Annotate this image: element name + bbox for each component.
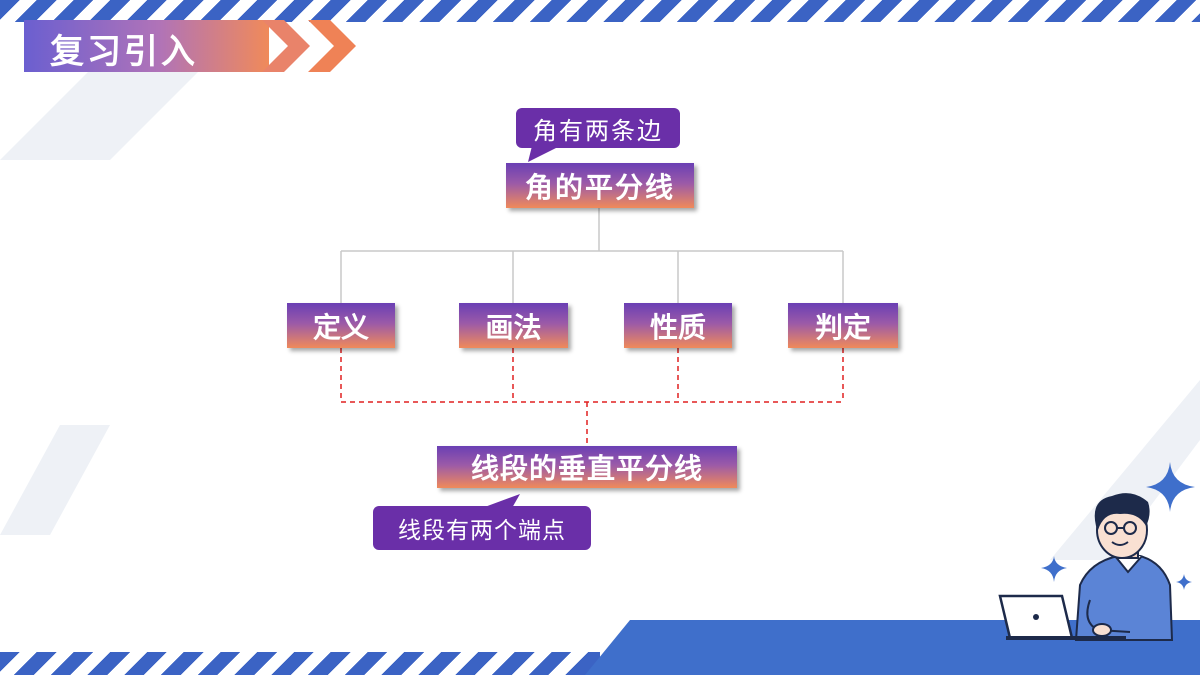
root-box: 角的平分线 [506, 163, 694, 208]
bottom-note-tail [482, 494, 520, 508]
sparkle-icon [1176, 574, 1192, 590]
laptop-logo [1033, 614, 1039, 620]
branch-box-construction: 画法 [459, 303, 568, 348]
bottom-note-bubble: 线段有两个端点 [373, 506, 591, 550]
bottom-stripe-border [0, 652, 600, 675]
top-stripe-border [0, 0, 1200, 22]
sparkle-icon [1041, 556, 1067, 582]
collar [1114, 555, 1143, 574]
smile [1111, 541, 1129, 546]
branch-box-property: 性质 [624, 303, 732, 348]
solid-connectors [340, 208, 844, 303]
title-bar [24, 20, 269, 72]
root-note-bubble: 角有两条边 [516, 108, 680, 148]
section-title: 复习引入 [50, 32, 198, 72]
dashed-connectors [340, 348, 844, 446]
branch-box-criterion: 判定 [788, 303, 898, 348]
root-note-tail [528, 146, 560, 162]
hand [1092, 623, 1112, 637]
bottom-box: 线段的垂直平分线 [437, 446, 737, 488]
hair [1094, 493, 1150, 530]
section-title-banner: 复习引入 [24, 20, 384, 72]
laptop-base [1006, 636, 1126, 640]
branch-box-definition: 定义 [287, 303, 395, 348]
sparkle-icon [1146, 462, 1195, 512]
